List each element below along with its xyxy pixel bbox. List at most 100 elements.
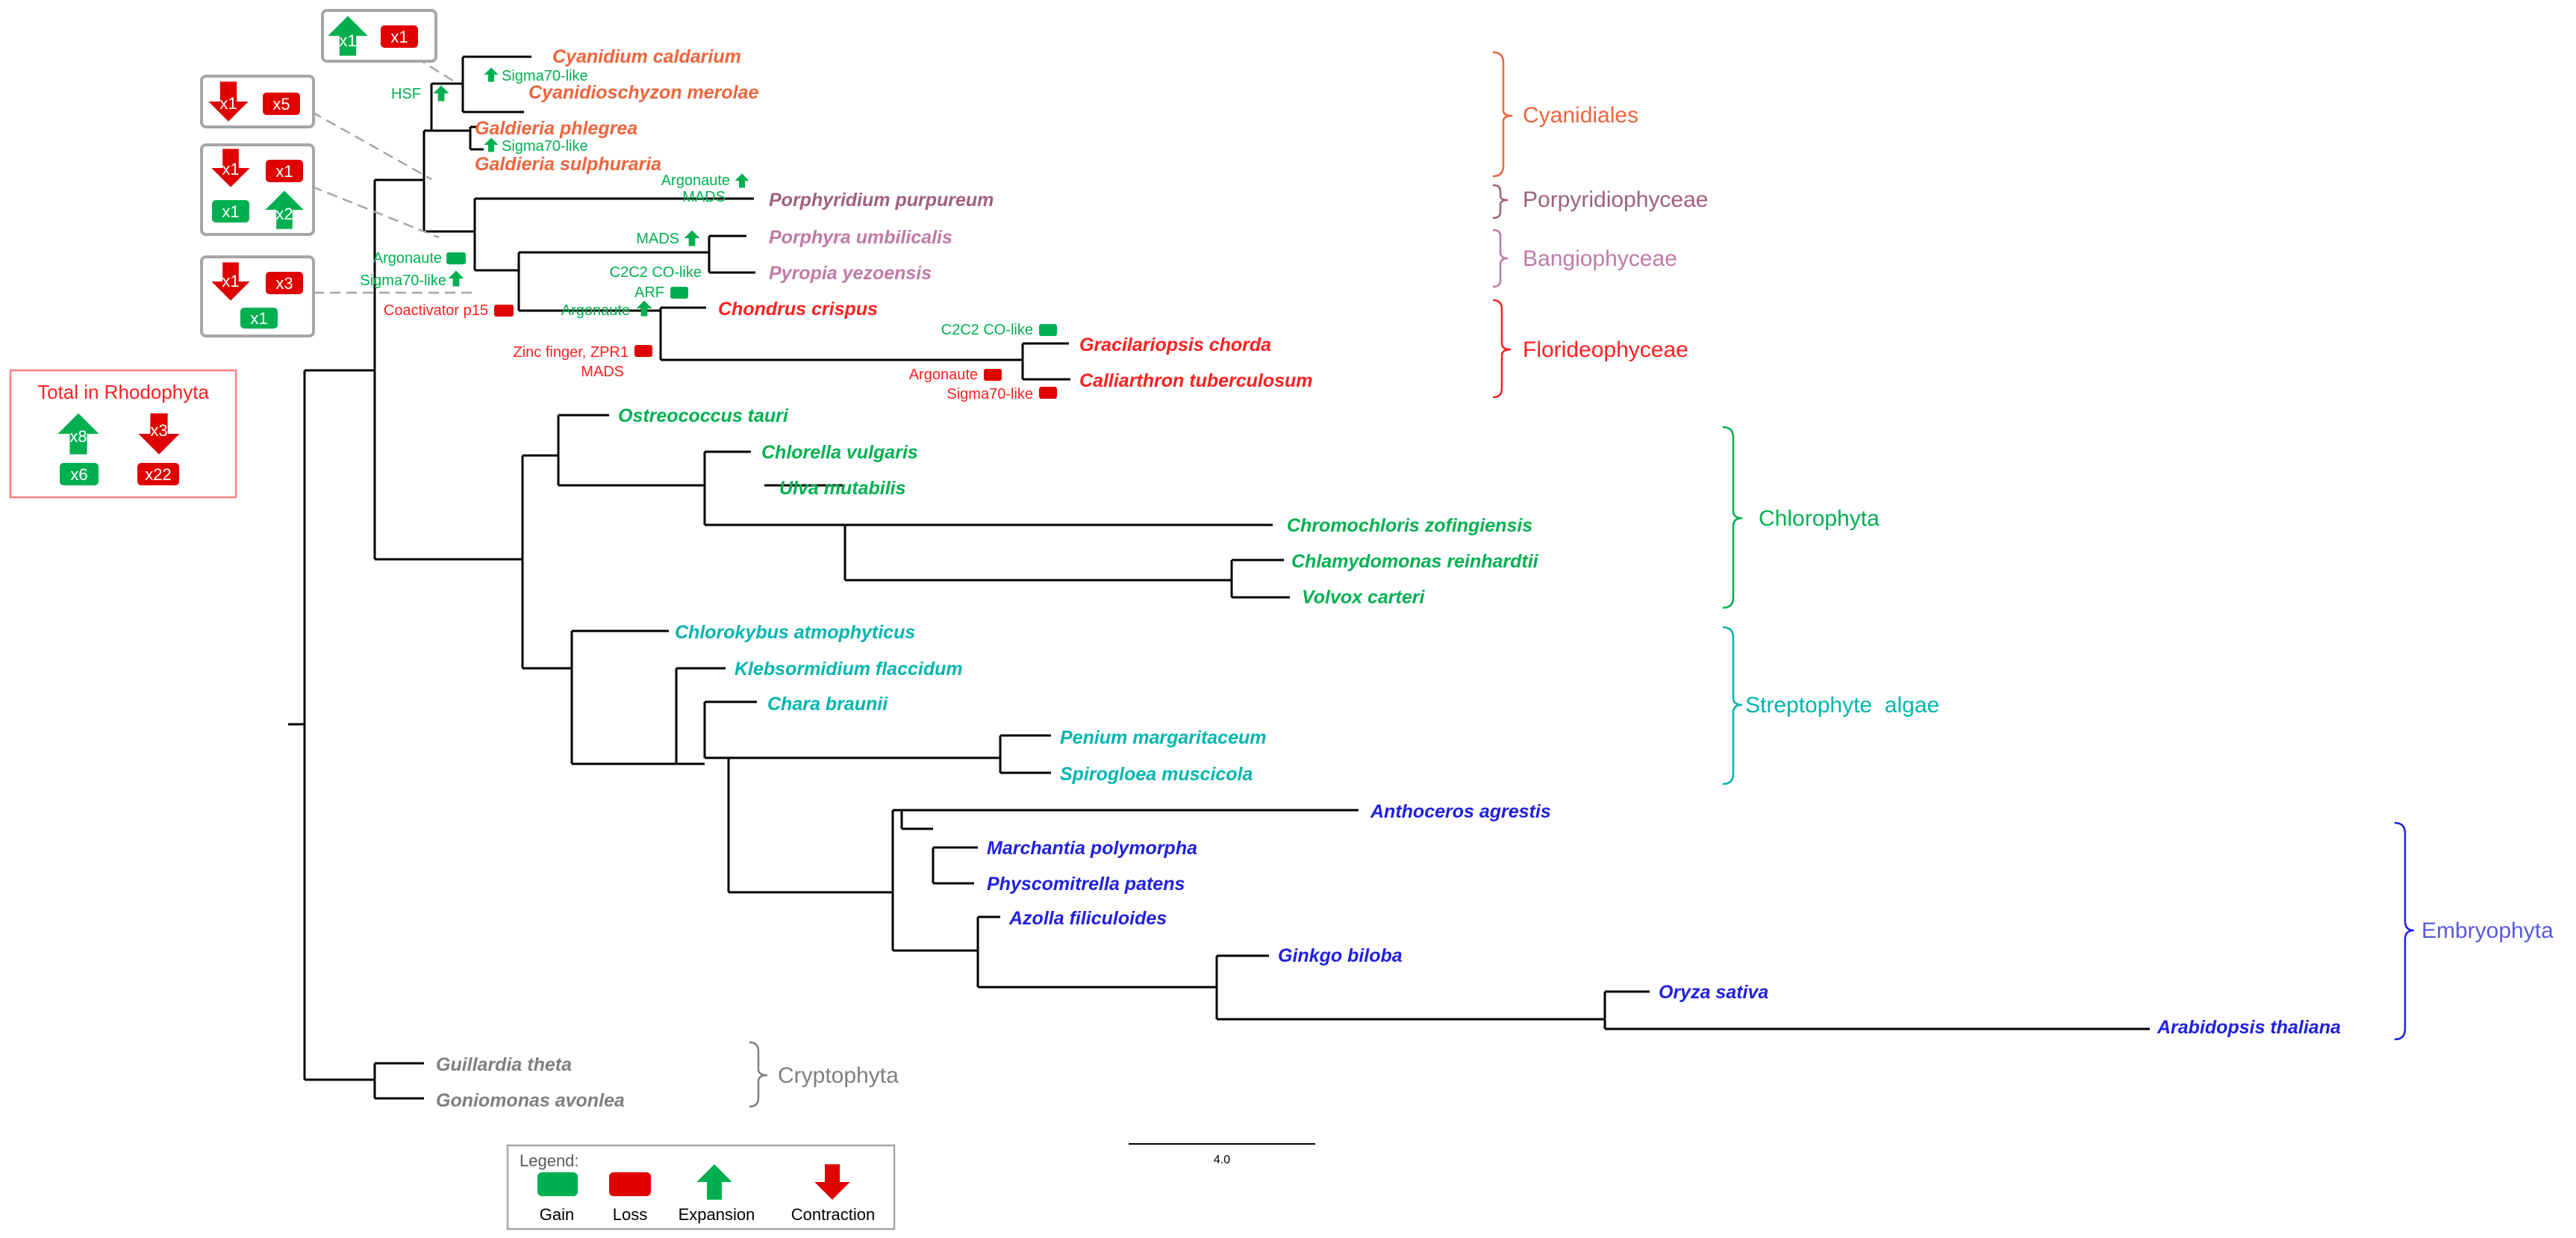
gene-label-sigma70-b: Sigma70-like [502,138,588,155]
gene-label-hsf: HSF [391,86,421,102]
loss-marker [494,305,514,317]
loss-marker [266,160,303,182]
total-loss-count: x22 [145,465,171,484]
taxon-cyanidioschyzon-merolae: Cyanidioschyzon merolae [528,82,759,103]
bracket-chlorophyta [1722,426,1743,609]
tree-branches [288,55,2150,1100]
gain-marker [670,287,688,299]
taxon-goniomonas-avonlea: Goniomonas avonlea [436,1090,625,1111]
total-expansion-count: x8 [69,427,87,446]
expansion-icon [636,300,652,317]
gene-label-zinc-finger: Zinc finger, ZPR1 [513,344,629,361]
taxon-azolla-filiculoides: Azolla filiculoides [1008,908,1167,929]
gene-label-arf: ARF [634,284,664,301]
loss-marker [634,345,652,357]
expansion-icon [484,67,499,82]
box3-gain-count: x1 [222,202,239,221]
event-box-2: x1 x5 [200,75,315,128]
taxon-oryza-sativa: Oryza sativa [1659,982,1768,1003]
clade-cryptophyta: Cryptophyta [778,1063,899,1088]
legend-loss: Loss [613,1205,647,1224]
taxon-chlamydomonas-reinhardtii: Chlamydomonas reinhardtii [1291,551,1539,572]
bracket-embryophyta [2394,821,2415,1041]
loss-marker [263,93,300,115]
taxon-klebsormidium-flaccidum: Klebsormidium flaccidum [735,659,963,679]
taxon-physcomitrella-patens: Physcomitrella patens [987,874,1185,895]
total-title: Total in Rhodophyta [37,381,209,403]
gene-label-mads-porph: MADS [682,189,726,205]
bracket-cryptophyta [749,1041,768,1108]
box4-loss-count: x3 [275,274,293,293]
gain-marker [212,200,249,223]
gene-label-sigma70-a: Sigma70-like [502,68,588,84]
taxa-labels: Cyanidium caldarium Cyanidioschyzon mero… [436,46,2341,1111]
gain-marker [446,252,466,264]
taxon-arabidopsis-thaliana: Arabidopsis thaliana [2156,1017,2341,1038]
expansion-icon [735,173,749,188]
gain-marker [240,308,278,329]
box3-contraction-count: x1 [222,160,239,178]
taxon-volvox-carteri: Volvox carteri [1302,587,1425,608]
taxon-pyropia-yezoensis: Pyropia yezoensis [769,263,932,284]
legend-contraction: Contraction [791,1205,876,1224]
legend-title: Legend: [520,1151,579,1170]
gene-label-argonaute-root: Argonaute [373,250,442,267]
expansion-icon [433,85,449,102]
expansion-icon [684,230,700,246]
clade-brackets [749,51,2415,1108]
gene-label-sigma70-root: Sigma70-like [360,273,446,289]
legend-expansion: Expansion [679,1205,755,1224]
total-gain-count: x6 [70,465,87,484]
legend-gain: Gain [540,1205,574,1224]
event-box-1: x1 x1 [321,9,437,63]
gene-event-labels: HSF Sigma70-like Sigma70-like Argonaute … [360,67,1057,402]
bracket-streptophyte-algae [1722,626,1743,786]
taxon-chara-braunii: Chara braunii [767,694,888,715]
gene-label-coactivator: Coactivator p15 [384,302,488,319]
clade-porphyridiophyceae: Porpyridiophyceae [1523,187,1708,212]
taxon-ulva-mutabilis: Ulva mutabilis [779,478,906,499]
box3-expansion-count: x2 [275,205,293,223]
loss-marker [609,1172,651,1196]
taxon-ginkgo-biloba: Ginkgo biloba [1278,945,1403,966]
taxon-ostreococcus-tauri: Ostreococcus tauri [618,405,789,426]
expansion-icon [448,270,464,287]
bracket-cyanidiales [1492,51,1513,178]
taxon-chlorella-vulgaris: Chlorella vulgaris [761,442,918,463]
clade-chlorophyta: Chlorophyta [1759,506,1880,531]
gene-label-argonaute-grac: Argonaute [909,367,978,383]
gain-marker [60,463,99,485]
clade-bangiophyceae: Bangiophyceae [1523,246,1677,271]
box2-loss-count: x5 [272,95,290,113]
taxon-calliarthron-tuberculosum: Calliarthron tuberculosum [1079,370,1313,391]
clade-cyanidiales: Cyanidiales [1523,103,1638,128]
clade-labels: Cyanidiales Porpyridiophyceae Bangiophyc… [778,103,2554,1088]
bracket-florideophyceae [1492,299,1512,399]
taxon-penium-margaritaceum: Penium margaritaceum [1060,727,1267,748]
clade-streptophyte-algae: Streptophyte algae [1745,693,1939,718]
taxon-chromochloris-zofingiensis: Chromochloris zofingiensis [1287,515,1532,536]
box4-contraction-count: x1 [222,272,239,290]
loss-marker [137,463,179,485]
loss-marker [266,272,303,294]
scale-label: 4.0 [1214,1154,1230,1166]
clade-embryophyta: Embryophyta [2421,918,2554,943]
gene-label-sigma70-grac: Sigma70-like [946,386,1033,402]
gene-label-argonaute-chondrus: Argonaute [561,302,630,319]
total-rhodophyta-box: Total in Rhodophyta x8 x3 x6 x22 [9,369,237,499]
bracket-porphyridiophyceae [1492,184,1509,220]
expansion-icon [484,137,499,152]
taxon-chlorokybus-atmophyticus: Chlorokybus atmophyticus [675,622,915,643]
taxon-galdieria-phlegrea: Galdieria phlegrea [475,118,637,139]
taxon-marchantia-polymorpha: Marchantia polymorpha [987,838,1197,859]
box3-loss-count: x1 [275,162,293,181]
box2-contraction-count: x1 [219,94,237,113]
bracket-bangiophyceae [1492,228,1509,288]
taxon-galdieria-sulphuraria: Galdieria sulphuraria [475,154,661,175]
event-box-4: x1 x3 x1 [200,255,315,338]
clade-florideophyceae: Florideophyceae [1523,338,1688,362]
gene-label-mads-flor: MADS [581,364,624,380]
legend: Legend: Gain Loss Expansion Contraction [506,1144,896,1231]
loss-marker [381,25,418,48]
